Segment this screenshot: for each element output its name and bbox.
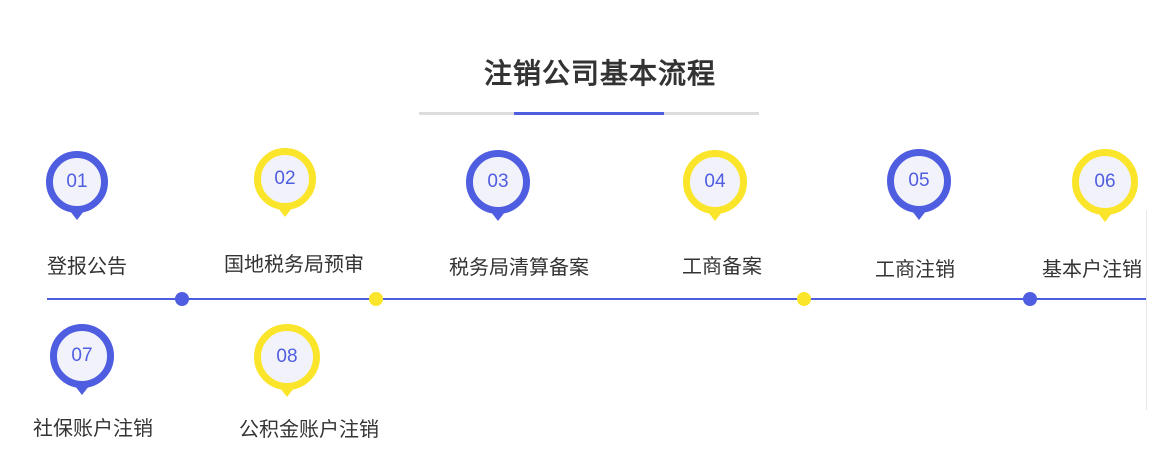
title-underline [419, 112, 759, 115]
location-pin-icon: 03 [466, 150, 530, 221]
step-number: 04 [704, 171, 726, 192]
step-label: 税务局清算备案 [449, 255, 589, 279]
timeline-line [47, 298, 1147, 300]
location-pin-icon: 08 [254, 324, 320, 397]
step-number: 01 [66, 171, 88, 192]
step-number: 07 [71, 345, 93, 366]
timeline-dot [175, 292, 189, 306]
location-pin-icon: 01 [46, 151, 108, 220]
step-label: 公积金账户注销 [239, 417, 379, 441]
scroll-edge [1146, 210, 1147, 410]
step-label: 国地税务局预审 [224, 252, 364, 276]
timeline-dot [369, 292, 383, 306]
step-label: 登报公告 [47, 254, 127, 278]
title-underline-accent [514, 112, 664, 115]
step-number: 05 [908, 170, 930, 191]
timeline-dot [1023, 292, 1037, 306]
location-pin-icon: 06 [1072, 149, 1138, 222]
step-number: 02 [274, 168, 296, 189]
page-title: 注销公司基本流程 [483, 57, 716, 90]
location-pin-icon: 07 [50, 324, 114, 395]
location-pin-icon: 05 [887, 149, 951, 220]
step-label: 基本户注销 [1042, 257, 1142, 281]
step-number: 08 [276, 346, 298, 367]
step-number: 06 [1094, 171, 1116, 192]
location-pin-icon: 02 [254, 148, 316, 217]
step-number: 03 [487, 171, 509, 192]
step-label: 工商备案 [682, 254, 762, 278]
timeline-dot [797, 292, 811, 306]
step-label: 工商注销 [875, 257, 955, 281]
location-pin-icon: 04 [683, 150, 747, 221]
step-label: 社保账户注销 [33, 416, 153, 440]
